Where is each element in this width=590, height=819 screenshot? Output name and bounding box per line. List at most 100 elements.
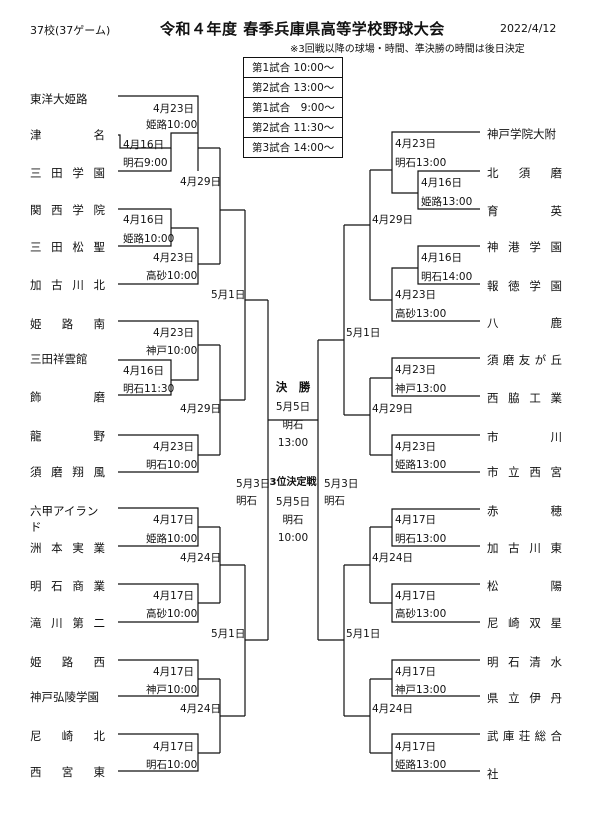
team-left: 三田学園 <box>30 166 105 180</box>
match-date: 5月1日 <box>211 289 246 301</box>
team-left: 東洋大姫路 <box>30 92 88 106</box>
schedule-slot: 第2試合 11:30〜 <box>244 117 342 137</box>
schedule-slot: 第2試合 13:00〜 <box>244 77 342 97</box>
match-venue: 姫路10:00 <box>146 119 198 131</box>
team-right: 市立西宮 <box>487 465 562 479</box>
match-date: 4月17日 <box>153 514 195 526</box>
team-left: 姫路南 <box>30 317 105 331</box>
team-left: 加古川北 <box>30 278 105 292</box>
team-left: 六甲アイランド <box>30 504 99 534</box>
bracket-date: 2022/4/12 <box>500 22 557 35</box>
match-venue: 姫路10:00 <box>123 233 175 245</box>
team-left: 神戸弘陵学園 <box>30 690 99 704</box>
match-date: 4月17日 <box>395 514 437 526</box>
team-right: 武庫荘総合 <box>487 729 562 743</box>
team-right: 尼崎双星 <box>487 616 562 630</box>
team-left: 姫路西 <box>30 655 105 669</box>
match-date: 4月23日 <box>153 252 195 264</box>
match-date: 4月24日 <box>372 703 414 715</box>
match-venue: 高砂10:00 <box>146 270 198 282</box>
team-right: 神戸学院大附 <box>487 127 556 141</box>
match-date: 4月16日 <box>421 252 463 264</box>
match-date: 4月29日 <box>372 214 414 226</box>
team-right: 北須磨 <box>487 166 562 180</box>
match-date: 4月23日 <box>395 289 437 301</box>
third-place-time: 10:00 <box>277 532 309 544</box>
match-venue: 高砂10:00 <box>146 608 198 620</box>
schedule-box-triple: 第1試合 9:00〜 第2試合 11:30〜 第3試合 14:00〜 <box>243 97 343 158</box>
match-venue: 神戸10:00 <box>146 345 198 357</box>
match-date: 4月29日 <box>180 403 222 415</box>
final-venue: 明石 <box>282 419 304 431</box>
match-venue: 高砂13:00 <box>395 608 447 620</box>
team-left: 関西学院 <box>30 203 105 217</box>
team-left: 西宮東 <box>30 765 105 779</box>
match-venue: 明石14:00 <box>421 271 473 283</box>
match-venue: 明石10:00 <box>146 459 198 471</box>
team-left: 明石商業 <box>30 579 105 593</box>
match-venue: 神戸10:00 <box>146 684 198 696</box>
match-date: 4月23日 <box>153 103 195 115</box>
match-date: 5月3日 <box>236 478 271 490</box>
match-date: 4月23日 <box>395 441 437 453</box>
third-place-venue: 明石 <box>282 514 304 526</box>
final-time: 13:00 <box>277 437 309 449</box>
match-date: 4月29日 <box>372 403 414 415</box>
team-left: 滝川第二 <box>30 616 105 630</box>
match-date: 4月17日 <box>395 590 437 602</box>
match-venue: 明石11:30 <box>123 383 175 395</box>
match-date: 4月16日 <box>123 214 165 226</box>
third-place-title: 3位決定戦 <box>269 477 317 488</box>
team-right: 須磨友が丘 <box>487 353 562 367</box>
match-date: 4月23日 <box>395 138 437 150</box>
team-right: 育英 <box>487 204 562 218</box>
team-count: 37校(37ゲーム) <box>30 24 111 37</box>
match-venue: 明石10:00 <box>146 759 198 771</box>
match-date: 5月1日 <box>346 327 381 339</box>
match-date: 4月23日 <box>153 441 195 453</box>
match-venue: 神戸13:00 <box>395 684 447 696</box>
match-date: 4月29日 <box>180 176 222 188</box>
team-right: 加古川東 <box>487 541 562 555</box>
match-venue: 姫路13:00 <box>395 459 447 471</box>
team-right: 八鹿 <box>487 316 562 330</box>
team-right: 赤穂 <box>487 504 562 518</box>
match-venue: 明石13:00 <box>395 533 447 545</box>
team-right: 松陽 <box>487 579 562 593</box>
team-left: 飾磨 <box>30 390 105 404</box>
match-venue: 明石 <box>324 495 345 507</box>
match-date: 4月23日 <box>153 327 195 339</box>
team-left: 三田祥雲館 <box>30 352 88 366</box>
match-date: 4月17日 <box>153 590 195 602</box>
team-left: 尼崎北 <box>30 729 105 743</box>
match-venue: 姫路13:00 <box>421 196 473 208</box>
match-venue: 姫路10:00 <box>146 533 198 545</box>
match-venue: 明石 <box>236 495 257 507</box>
final-date: 5月5日 <box>275 401 311 413</box>
team-left: 津名 <box>30 128 105 142</box>
match-date: 4月16日 <box>123 365 165 377</box>
team-right: 報徳学園 <box>487 279 562 293</box>
team-right: 西脇工業 <box>487 391 562 405</box>
match-date: 4月17日 <box>395 666 437 678</box>
team-right: 市川 <box>487 430 562 444</box>
team-left: 龍野 <box>30 429 105 443</box>
team-left: 三田松聖 <box>30 240 105 254</box>
match-date: 4月17日 <box>153 741 195 753</box>
schedule-slot: 第1試合 9:00〜 <box>252 102 335 114</box>
match-date: 5月1日 <box>346 628 381 640</box>
match-date: 4月24日 <box>372 552 414 564</box>
team-right: 神港学園 <box>487 240 562 254</box>
schedule-note: ※3回戦以降の球場・時間、準決勝の時間は後日決定 <box>290 44 525 55</box>
match-date: 4月17日 <box>153 666 195 678</box>
match-date: 4月16日 <box>123 139 165 151</box>
match-date: 5月1日 <box>211 628 246 640</box>
match-venue: 明石13:00 <box>395 157 447 169</box>
match-venue: 姫路13:00 <box>395 759 447 771</box>
tournament-title: 令和４年度 春季兵庫県高等学校野球大会 <box>160 20 445 38</box>
match-date: 4月17日 <box>395 741 437 753</box>
team-right: 県立伊丹 <box>487 691 562 705</box>
match-venue: 高砂13:00 <box>395 308 447 320</box>
schedule-slot: 第3試合 14:00〜 <box>244 137 342 157</box>
